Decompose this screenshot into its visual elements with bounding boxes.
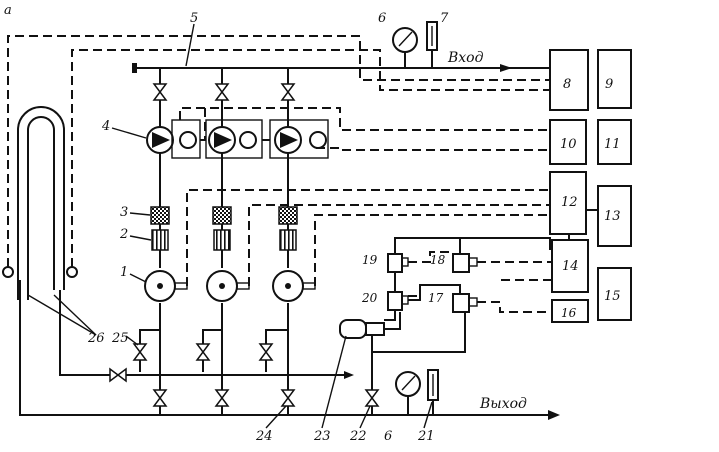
callout-22: 22 [349, 429, 367, 444]
thermometer-bottom [427, 369, 439, 415]
callout-19: 19 [362, 253, 378, 267]
pressure-gauge-bottom [395, 371, 421, 415]
pressure-gauge-top [392, 27, 418, 53]
relay-blocks [384, 237, 551, 321]
callout-3: 3 [120, 205, 128, 220]
callout-16: 16 [561, 306, 577, 320]
callout-20: 20 [361, 291, 378, 305]
branch-valves-bottom [152, 389, 296, 407]
callout-8: 8 [563, 77, 571, 92]
callout-6-top: 6 [378, 11, 386, 26]
figure-letter: a [4, 3, 12, 18]
callout-7: 7 [440, 11, 449, 26]
callout-25: 25 [111, 331, 129, 346]
callout-9: 9 [605, 77, 613, 92]
callout-21: 21 [417, 429, 435, 444]
callout-14: 14 [562, 259, 579, 274]
drain-branches [132, 329, 288, 372]
flow-elements [151, 229, 297, 251]
callout-13: 13 [604, 209, 621, 224]
callout-11: 11 [604, 137, 621, 152]
control-valve-assembly [339, 312, 466, 415]
callout-5: 5 [190, 11, 198, 26]
return-collector [59, 290, 354, 383]
thermometer-top [426, 21, 438, 51]
callouts: 5 6 7 8 9 10 11 12 13 14 15 16 17 18 19 … [87, 11, 621, 444]
callout-17: 17 [428, 291, 444, 305]
flowmeters [144, 270, 316, 302]
callout-6-bottom: 6 [384, 429, 392, 444]
outlet-label: Выход [479, 396, 527, 412]
callout-24: 24 [255, 429, 273, 444]
callout-2: 2 [119, 227, 128, 242]
u-tube-exchanger [2, 106, 97, 336]
callout-26: 26 [87, 331, 105, 346]
outlet-header [19, 280, 560, 420]
strainers [150, 206, 298, 225]
callout-15: 15 [604, 289, 621, 304]
control-boxes [549, 49, 632, 323]
inlet-label: Вход [447, 50, 484, 66]
callout-12: 12 [561, 195, 578, 210]
branch-valves-top [152, 83, 296, 101]
callout-1: 1 [120, 265, 128, 280]
callout-23: 23 [313, 429, 331, 444]
callout-4: 4 [101, 119, 110, 134]
inlet-header [132, 50, 550, 73]
callout-10: 10 [560, 137, 577, 152]
signal-lines [7, 35, 552, 313]
pumps [146, 119, 329, 159]
callout-18: 18 [430, 253, 446, 267]
